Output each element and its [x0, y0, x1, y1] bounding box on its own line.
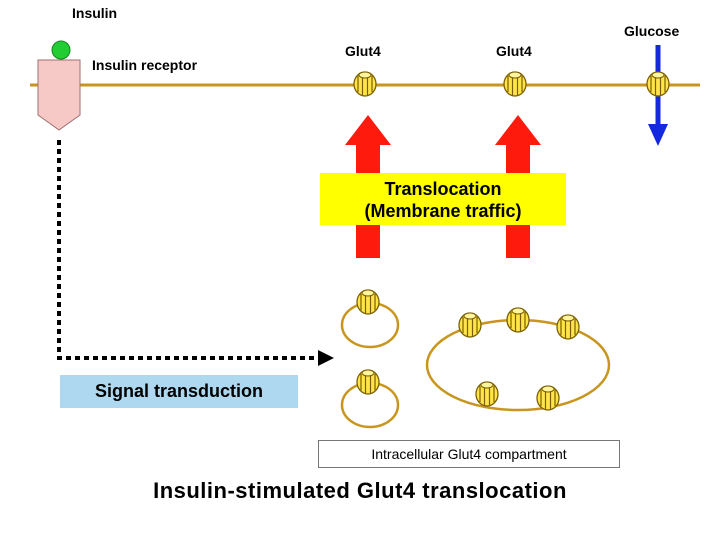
receptor-icon [37, 59, 81, 131]
signal-arrowhead [318, 350, 334, 366]
insulin-icon [51, 40, 71, 60]
glut4-icon [503, 71, 527, 97]
glut4-icon [356, 289, 380, 315]
glut4-icon [458, 312, 482, 338]
translocation-callout: Translocation (Membrane traffic) [320, 173, 566, 225]
figure-title: Insulin-stimulated Glut4 translocation [153, 478, 567, 503]
glut4-icon [475, 381, 499, 407]
glut4-icon [556, 314, 580, 340]
glut4-icon [356, 369, 380, 395]
glut4-label: Glut4 [496, 43, 532, 59]
glut4-icon [353, 71, 377, 97]
signal-transduction-callout: Signal transduction [60, 375, 298, 408]
signal-arrow-icon [57, 140, 330, 360]
vesicle-icon [425, 318, 611, 412]
glut4-icon [506, 307, 530, 333]
translocation-line1: Translocation [384, 179, 502, 199]
glut4-label: Glut4 [345, 43, 381, 59]
glucose-label: Glucose [624, 23, 680, 39]
glucose-arrow-icon [648, 124, 668, 146]
glut4-icon [646, 71, 670, 97]
insulin-label: Insulin [72, 5, 118, 21]
translocation-line2: (Membrane traffic) [364, 201, 522, 221]
glut4-icon [536, 385, 560, 411]
insulin-receptor-label: Insulin receptor [92, 57, 198, 73]
compartment-label: Intracellular Glut4 compartment [318, 440, 620, 468]
